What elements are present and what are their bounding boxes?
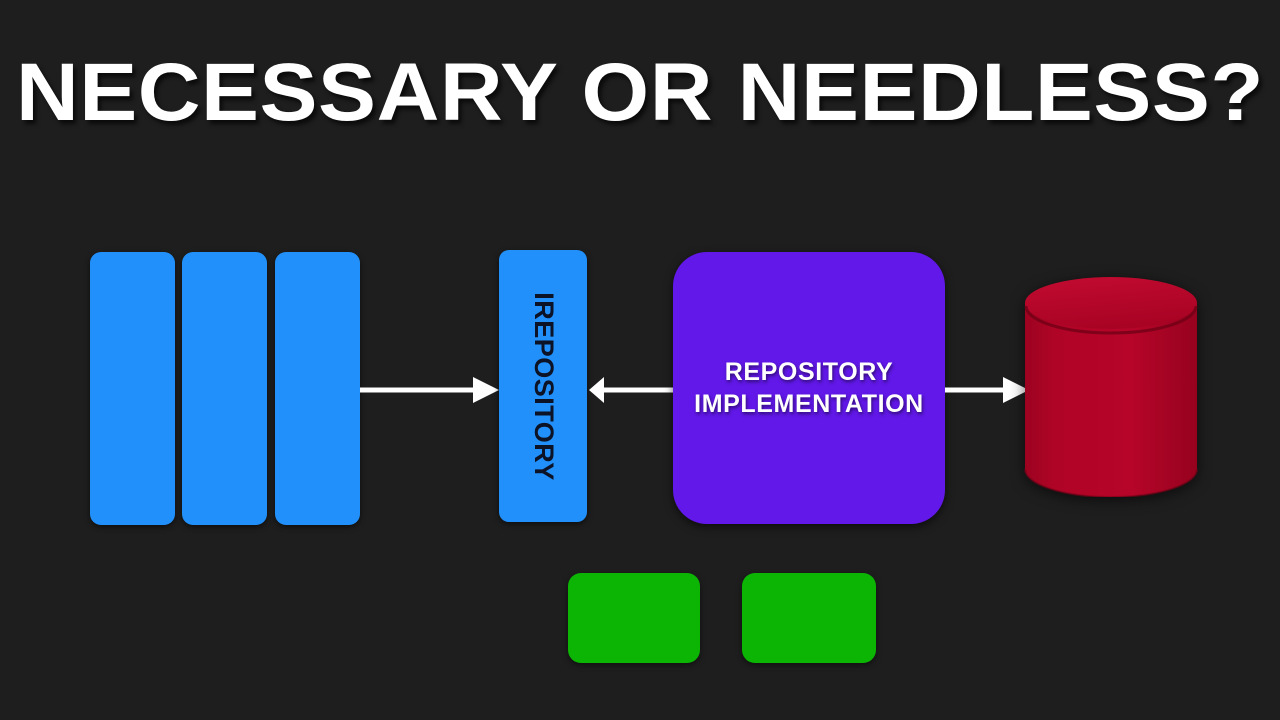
arrow-implementation-to-datastore: [945, 377, 1029, 403]
green-box-2[interactable]: [742, 573, 876, 663]
irepository-box[interactable]: IREPOSITORY: [499, 250, 587, 522]
client-bar-1[interactable]: [90, 252, 175, 525]
database-cylinder[interactable]: [1022, 275, 1200, 497]
irepository-label: IREPOSITORY: [528, 291, 559, 481]
client-bar-3[interactable]: [275, 252, 360, 525]
repository-implementation-label: REPOSITORY IMPLEMENTATION: [694, 358, 924, 418]
arrow-clients-to-interface: [360, 377, 499, 403]
repository-implementation-box[interactable]: REPOSITORY IMPLEMENTATION: [673, 252, 945, 524]
arrow-implementation-to-interface: [589, 377, 676, 403]
client-bar-2[interactable]: [182, 252, 267, 525]
page-title: NECESSARY OR NEEDLESS?: [15, 47, 1265, 138]
green-box-1[interactable]: [568, 573, 700, 663]
